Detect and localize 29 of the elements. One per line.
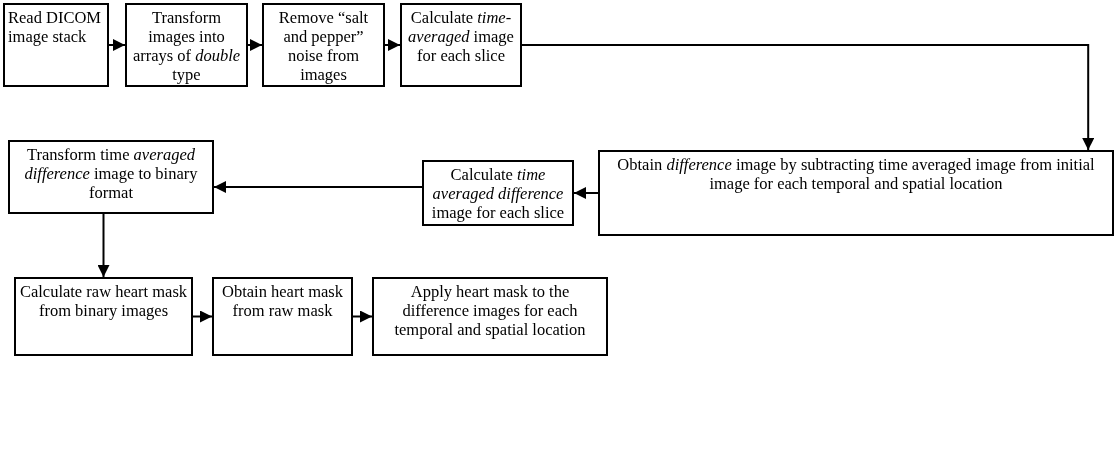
arrow bbox=[384, 39, 401, 51]
step-text: Obtain difference image by subtracting time averaged image from initial image for each temporal and spatial location bbox=[616, 155, 1096, 193]
process-box bbox=[8, 140, 214, 214]
process-box bbox=[422, 160, 574, 226]
step-text: Apply heart mask to the difference images for each temporal and spatial location bbox=[393, 282, 587, 339]
arrow bbox=[573, 187, 599, 199]
process-box bbox=[3, 3, 109, 87]
process-box bbox=[372, 277, 608, 356]
arrow bbox=[352, 310, 373, 323]
step-text: Calculate time averaged difference image for each slice bbox=[430, 165, 566, 222]
arrow bbox=[521, 44, 1095, 151]
step-text: Transform time averaged difference image to binary format bbox=[23, 145, 199, 202]
process-box bbox=[262, 3, 385, 87]
step-text: Transform images into arrays of double type bbox=[131, 8, 242, 84]
process-box bbox=[125, 3, 248, 87]
arrow bbox=[247, 39, 263, 51]
arrow bbox=[97, 213, 110, 278]
arrow bbox=[213, 181, 423, 193]
process-box bbox=[14, 277, 193, 356]
step-text: Read DICOM image stack bbox=[8, 8, 103, 46]
step-text: Calculate raw heart mask from binary images bbox=[19, 282, 188, 320]
step-text: Remove “salt and pepper” noise from images bbox=[277, 8, 370, 84]
arrow bbox=[108, 39, 126, 51]
process-box bbox=[400, 3, 522, 87]
process-box bbox=[212, 277, 353, 356]
step-text: Calculate time-averaged image for each slice bbox=[407, 8, 515, 65]
process-box bbox=[598, 150, 1114, 236]
step-text: Obtain heart mask from raw mask bbox=[221, 282, 344, 320]
arrow bbox=[192, 310, 213, 323]
